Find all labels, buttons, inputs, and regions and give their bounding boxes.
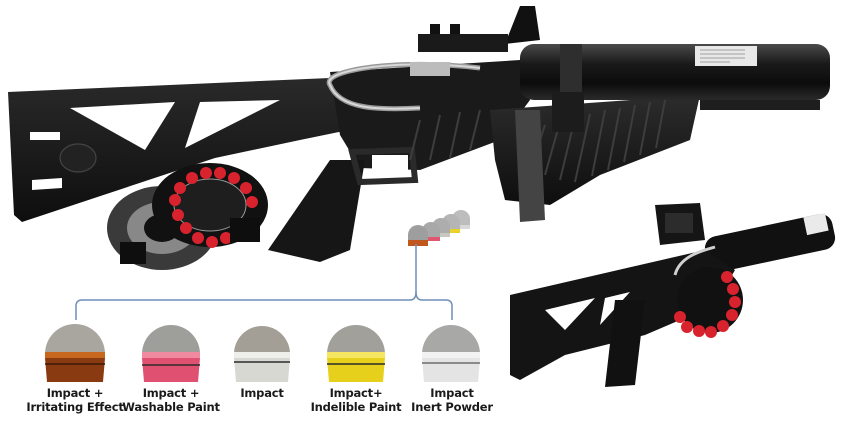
projectile-label-irritating: Impact +Irritating Effect [26, 386, 124, 414]
projectile-label-impact: Impact [240, 386, 284, 400]
projectile-inert-powder [420, 318, 482, 384]
projectile-indelible-paint [325, 318, 387, 384]
secondary-launcher-image [505, 195, 840, 395]
projectile-label-indelible-paint: Impact+Indelible Paint [310, 386, 402, 414]
main-launcher-image [8, 6, 830, 262]
drum-magazines-image [100, 160, 280, 275]
bracket-connector [0, 240, 847, 320]
projectile-irritating [43, 318, 107, 384]
projectile-washable-paint [140, 318, 202, 384]
projectile-impact [232, 318, 292, 384]
projectile-cluster-image [400, 205, 470, 250]
projectile-label-washable-paint: Impact +Washable Paint [122, 386, 220, 414]
